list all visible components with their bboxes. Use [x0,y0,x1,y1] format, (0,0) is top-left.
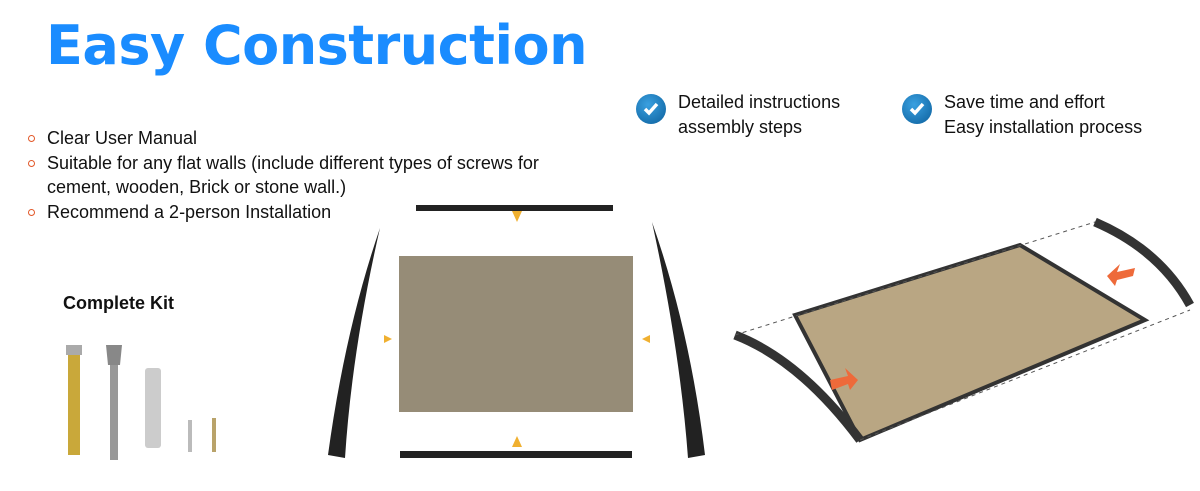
feature-line: Save time and effort [944,92,1105,112]
bullet-item: Recommend a 2-person Installation [28,200,607,225]
assembled-canopy [733,217,1194,443]
bullet-icon [28,159,35,167]
check-circle-icon [902,94,932,124]
feature-line: Easy installation process [944,116,1143,137]
bullet-icon [28,208,35,216]
exploded-view [328,205,705,458]
page-title: Easy Construction [46,14,588,77]
bullet-item: Clear User Manual [28,126,607,151]
check-circle-icon [636,94,666,124]
feature-bullets: Clear User Manual Suitable for any flat … [28,126,607,224]
feature-instructions: Detailed instructions assembly steps [636,90,840,139]
bullet-text: Suitable for any flat walls (include dif… [47,152,539,198]
bullet-item: Suitable for any flat walls (include dif… [28,151,607,200]
feature-line: Detailed instructions [678,92,841,112]
bullet-text: Recommend a 2-person Installation [47,201,332,222]
bullet-icon [28,135,35,142]
feature-line: assembly steps [678,116,803,137]
bullet-text: Clear User Manual [47,128,198,148]
kit-label: Complete Kit [63,293,175,313]
feature-save-time: Save time and effort Easy installation p… [902,90,1142,139]
screws-kit-image [66,345,216,460]
